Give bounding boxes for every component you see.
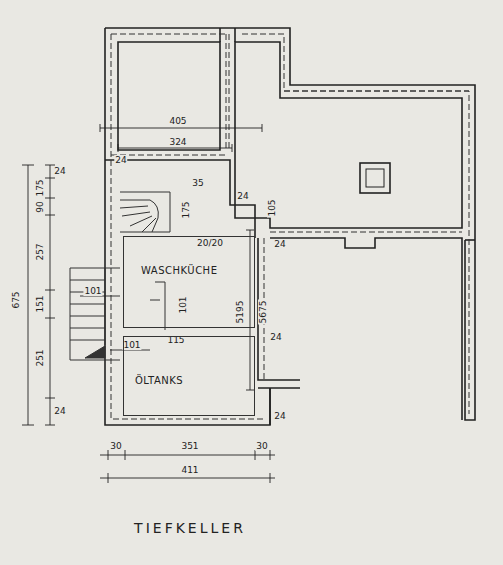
dimension-label: 411 [180,465,199,475]
dimension-label: 30 [255,441,268,451]
room: ÖLTANKS [123,336,255,416]
dimension-label: 675 [11,290,21,309]
dimension-label: 175 [181,200,191,219]
dimension-lines [22,124,275,483]
dimension-label: 24 [53,166,66,176]
dimension-label: 20/20 [196,238,224,248]
dimension-label: 257 [35,242,45,261]
room: WASCHKÜCHE [123,236,255,328]
dimension-label: 324 [168,137,187,147]
dimension-label: 24 [273,411,286,421]
dimension-label: 90 [35,200,45,213]
staircase [70,192,170,360]
wall-insulation [111,34,469,419]
walls [105,28,475,425]
dimension-label: 24 [114,155,127,165]
dimension-label: 405 [168,116,187,126]
dimension-label: 24 [269,332,282,342]
dimension-label: 35 [191,178,204,188]
room-name: WASCHKÜCHE [140,265,218,276]
dimension-label: 24 [273,239,286,249]
dimension-label: 251 [35,348,45,367]
dimension-label: 24 [236,191,249,201]
dimension-label: 351 [180,441,199,451]
dimension-label: 101 [83,286,102,296]
room-name: ÖLTANKS [134,375,184,386]
plan-caption: TIEFKELLER [134,520,246,536]
dimension-label: 105 [267,198,277,217]
dimension-label: 101 [178,295,188,314]
dimension-label: 24 [53,406,66,416]
dimension-label: 30 [109,441,122,451]
dimension-label: 5195 [235,300,245,325]
dimension-label: 151 [35,294,45,313]
dimension-label: 5675 [258,300,268,325]
dimension-label: 175 [35,178,45,197]
dimension-label: 101 [122,340,141,350]
